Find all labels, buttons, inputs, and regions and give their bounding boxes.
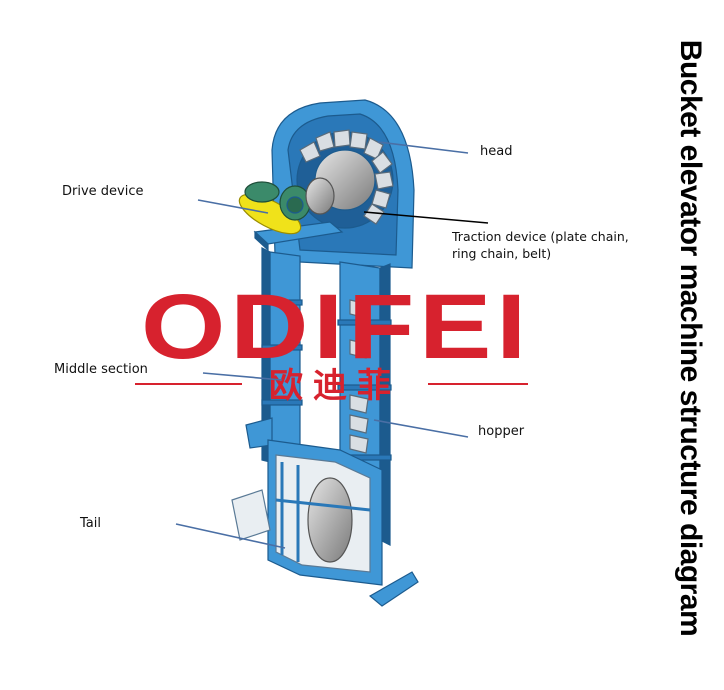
label-head: head [480,144,513,159]
label-traction-device: Traction device (plate chain, ring chain… [452,229,629,261]
label-tail: Tail [80,516,101,531]
leader-hopper [373,419,469,438]
leader-drive [197,199,269,214]
label-middle-section: Middle section [54,362,148,377]
label-hopper: hopper [478,424,525,439]
leader-lines [175,141,489,549]
leader-middle [202,372,283,381]
leader-head [377,141,469,154]
leader-tail [175,523,286,549]
brand-watermark: ODIFEI 欧迪菲 [135,276,531,406]
tail-pulley [307,477,353,563]
elevator-machine [231,99,419,607]
diagram-title: Bucket elevator machine structure diagra… [674,39,707,637]
watermark-chinese: 欧迪菲 [269,366,401,406]
drive-belt-guard [238,193,302,235]
label-drive-device: Drive device [62,184,144,199]
inlet-hopper [231,489,271,541]
bottom-outlet [368,571,419,607]
watermark-brand: ODIFEI [141,276,531,378]
leader-traction [363,211,489,224]
